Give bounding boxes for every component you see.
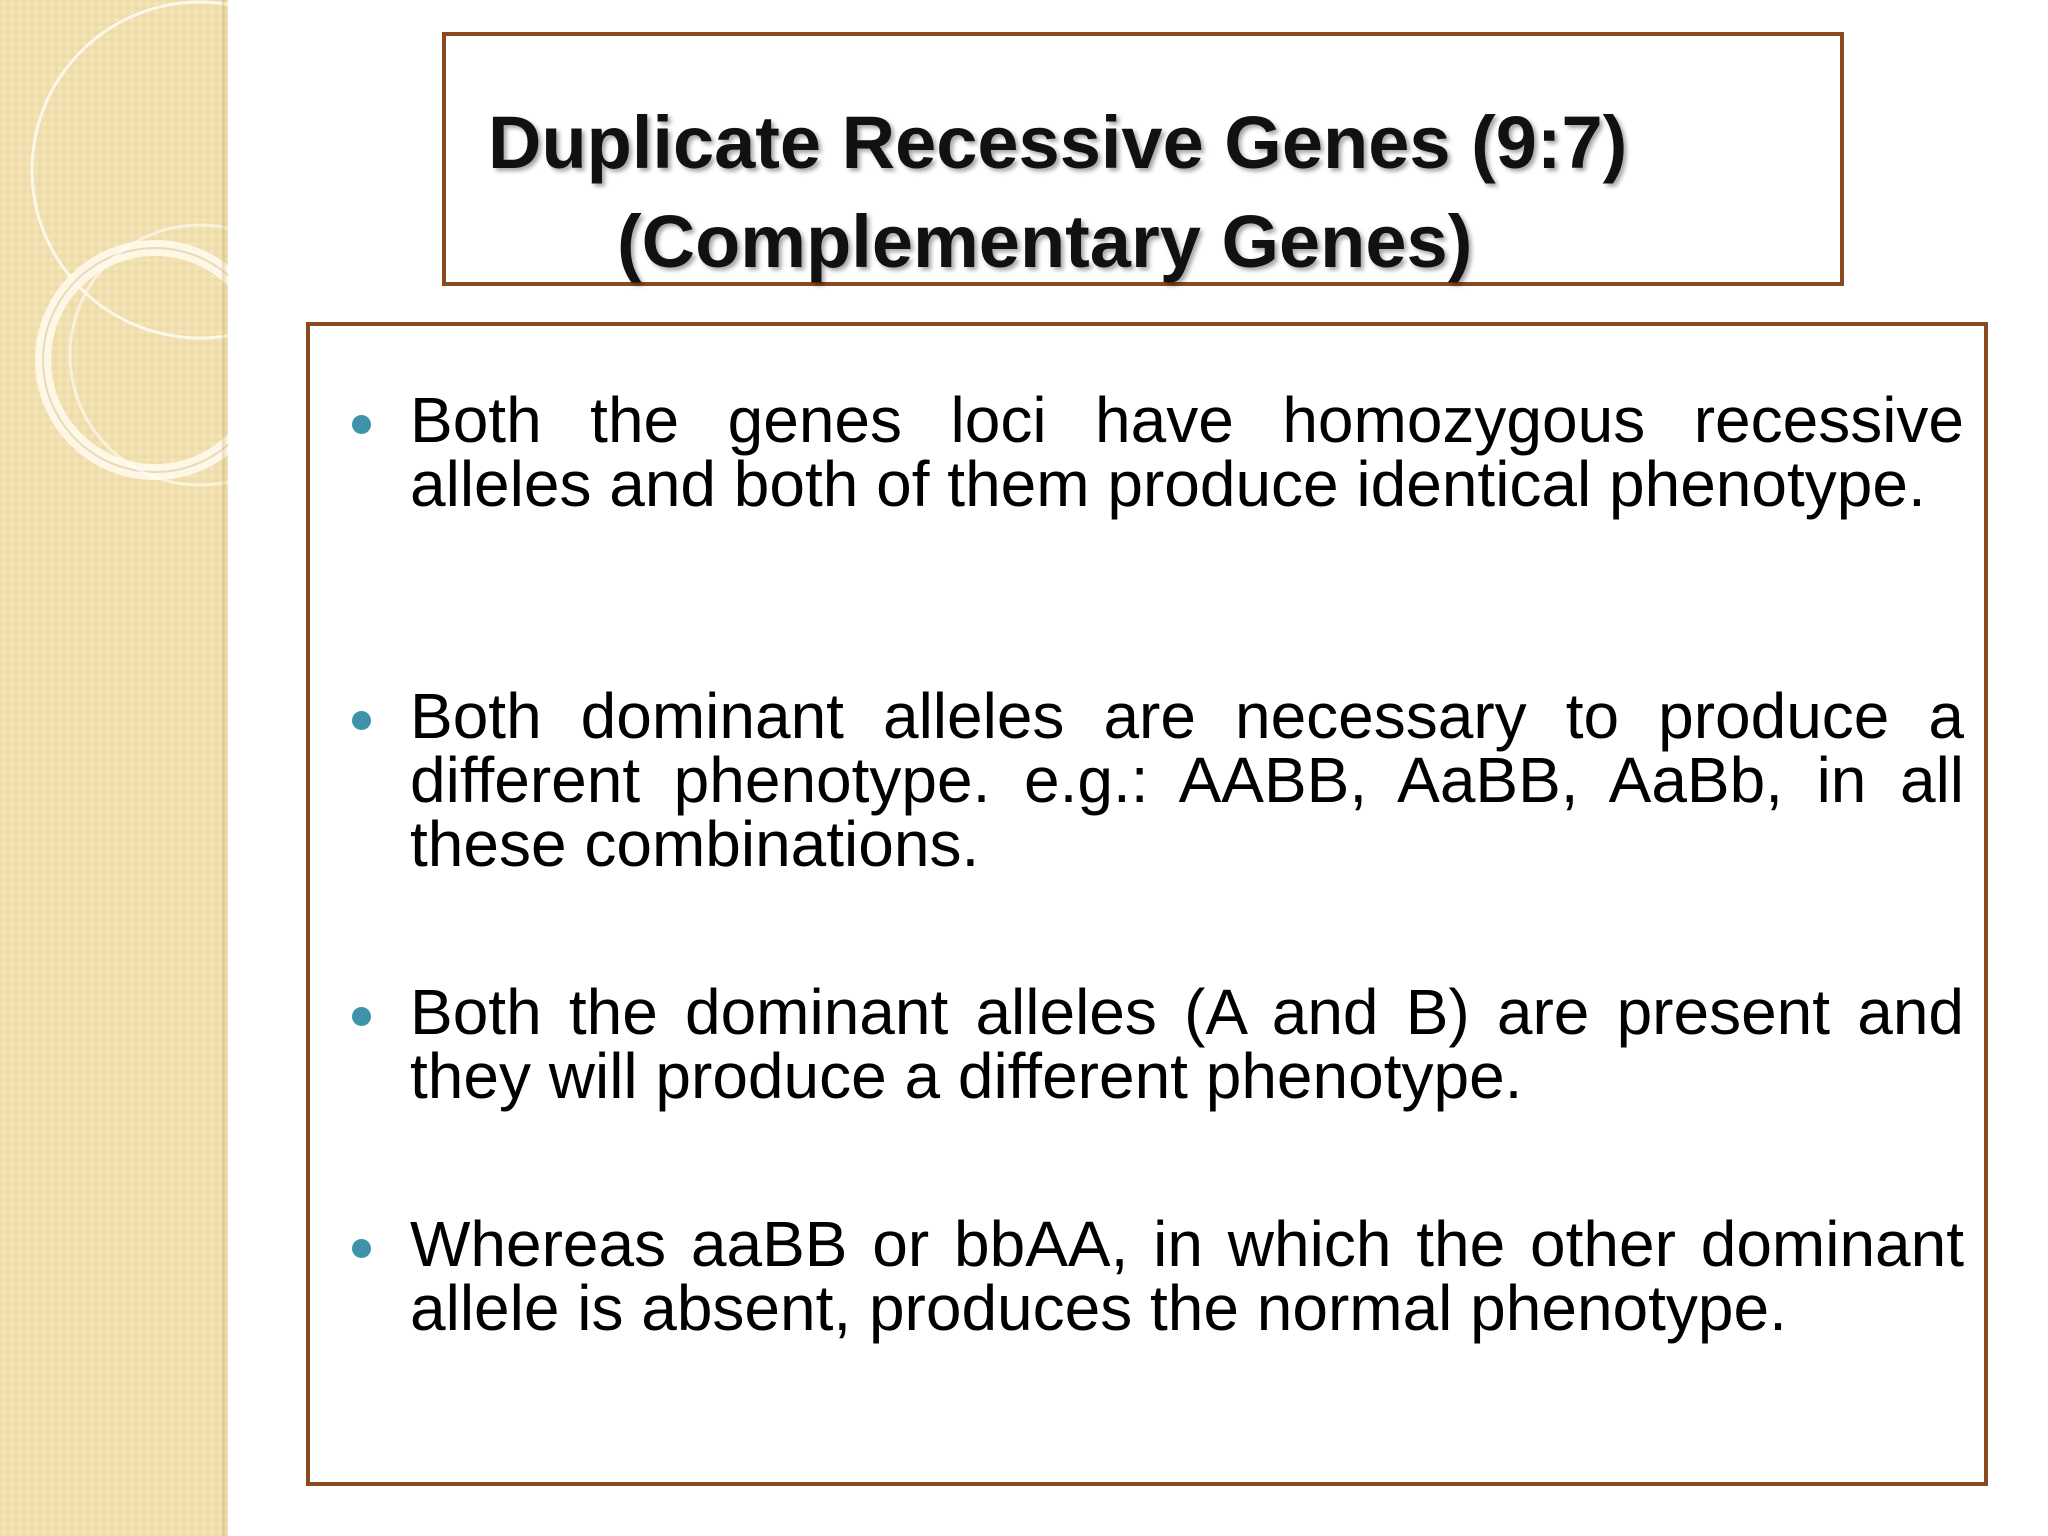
bullet-dot-icon [352, 1239, 371, 1258]
decorative-side-strip [0, 0, 228, 1536]
bullet-item: Both the dominant alleles (A and B) are … [352, 976, 1964, 1112]
side-strip-edge [222, 0, 228, 1536]
title-box [442, 32, 1844, 286]
bullet-item: Whereas aaBB or bbAA, in which the other… [352, 1208, 1964, 1344]
bullet-dot-icon [352, 1007, 371, 1026]
bullet-text: Whereas aaBB or bbAA, in which the other… [410, 1208, 1964, 1344]
content-box [306, 322, 1988, 1486]
slide-title: Duplicate Recessive Genes (9:7) [488, 101, 1628, 184]
decorative-rings-icon [30, 0, 228, 487]
bullet-item: Both dominant alleles are necessary to p… [352, 680, 1964, 880]
bullet-text: Both the dominant alleles (A and B) are … [410, 976, 1964, 1112]
bullet-text: Both the genes loci have homozygous rece… [410, 384, 1964, 520]
slide-subtitle: (Complementary Genes) [617, 200, 1473, 283]
bullet-item: Both the genes loci have homozygous rece… [352, 384, 1964, 520]
bullet-dot-icon [352, 711, 371, 730]
bullet-dot-icon [352, 415, 371, 434]
bullet-text: Both dominant alleles are necessary to p… [410, 680, 1964, 880]
